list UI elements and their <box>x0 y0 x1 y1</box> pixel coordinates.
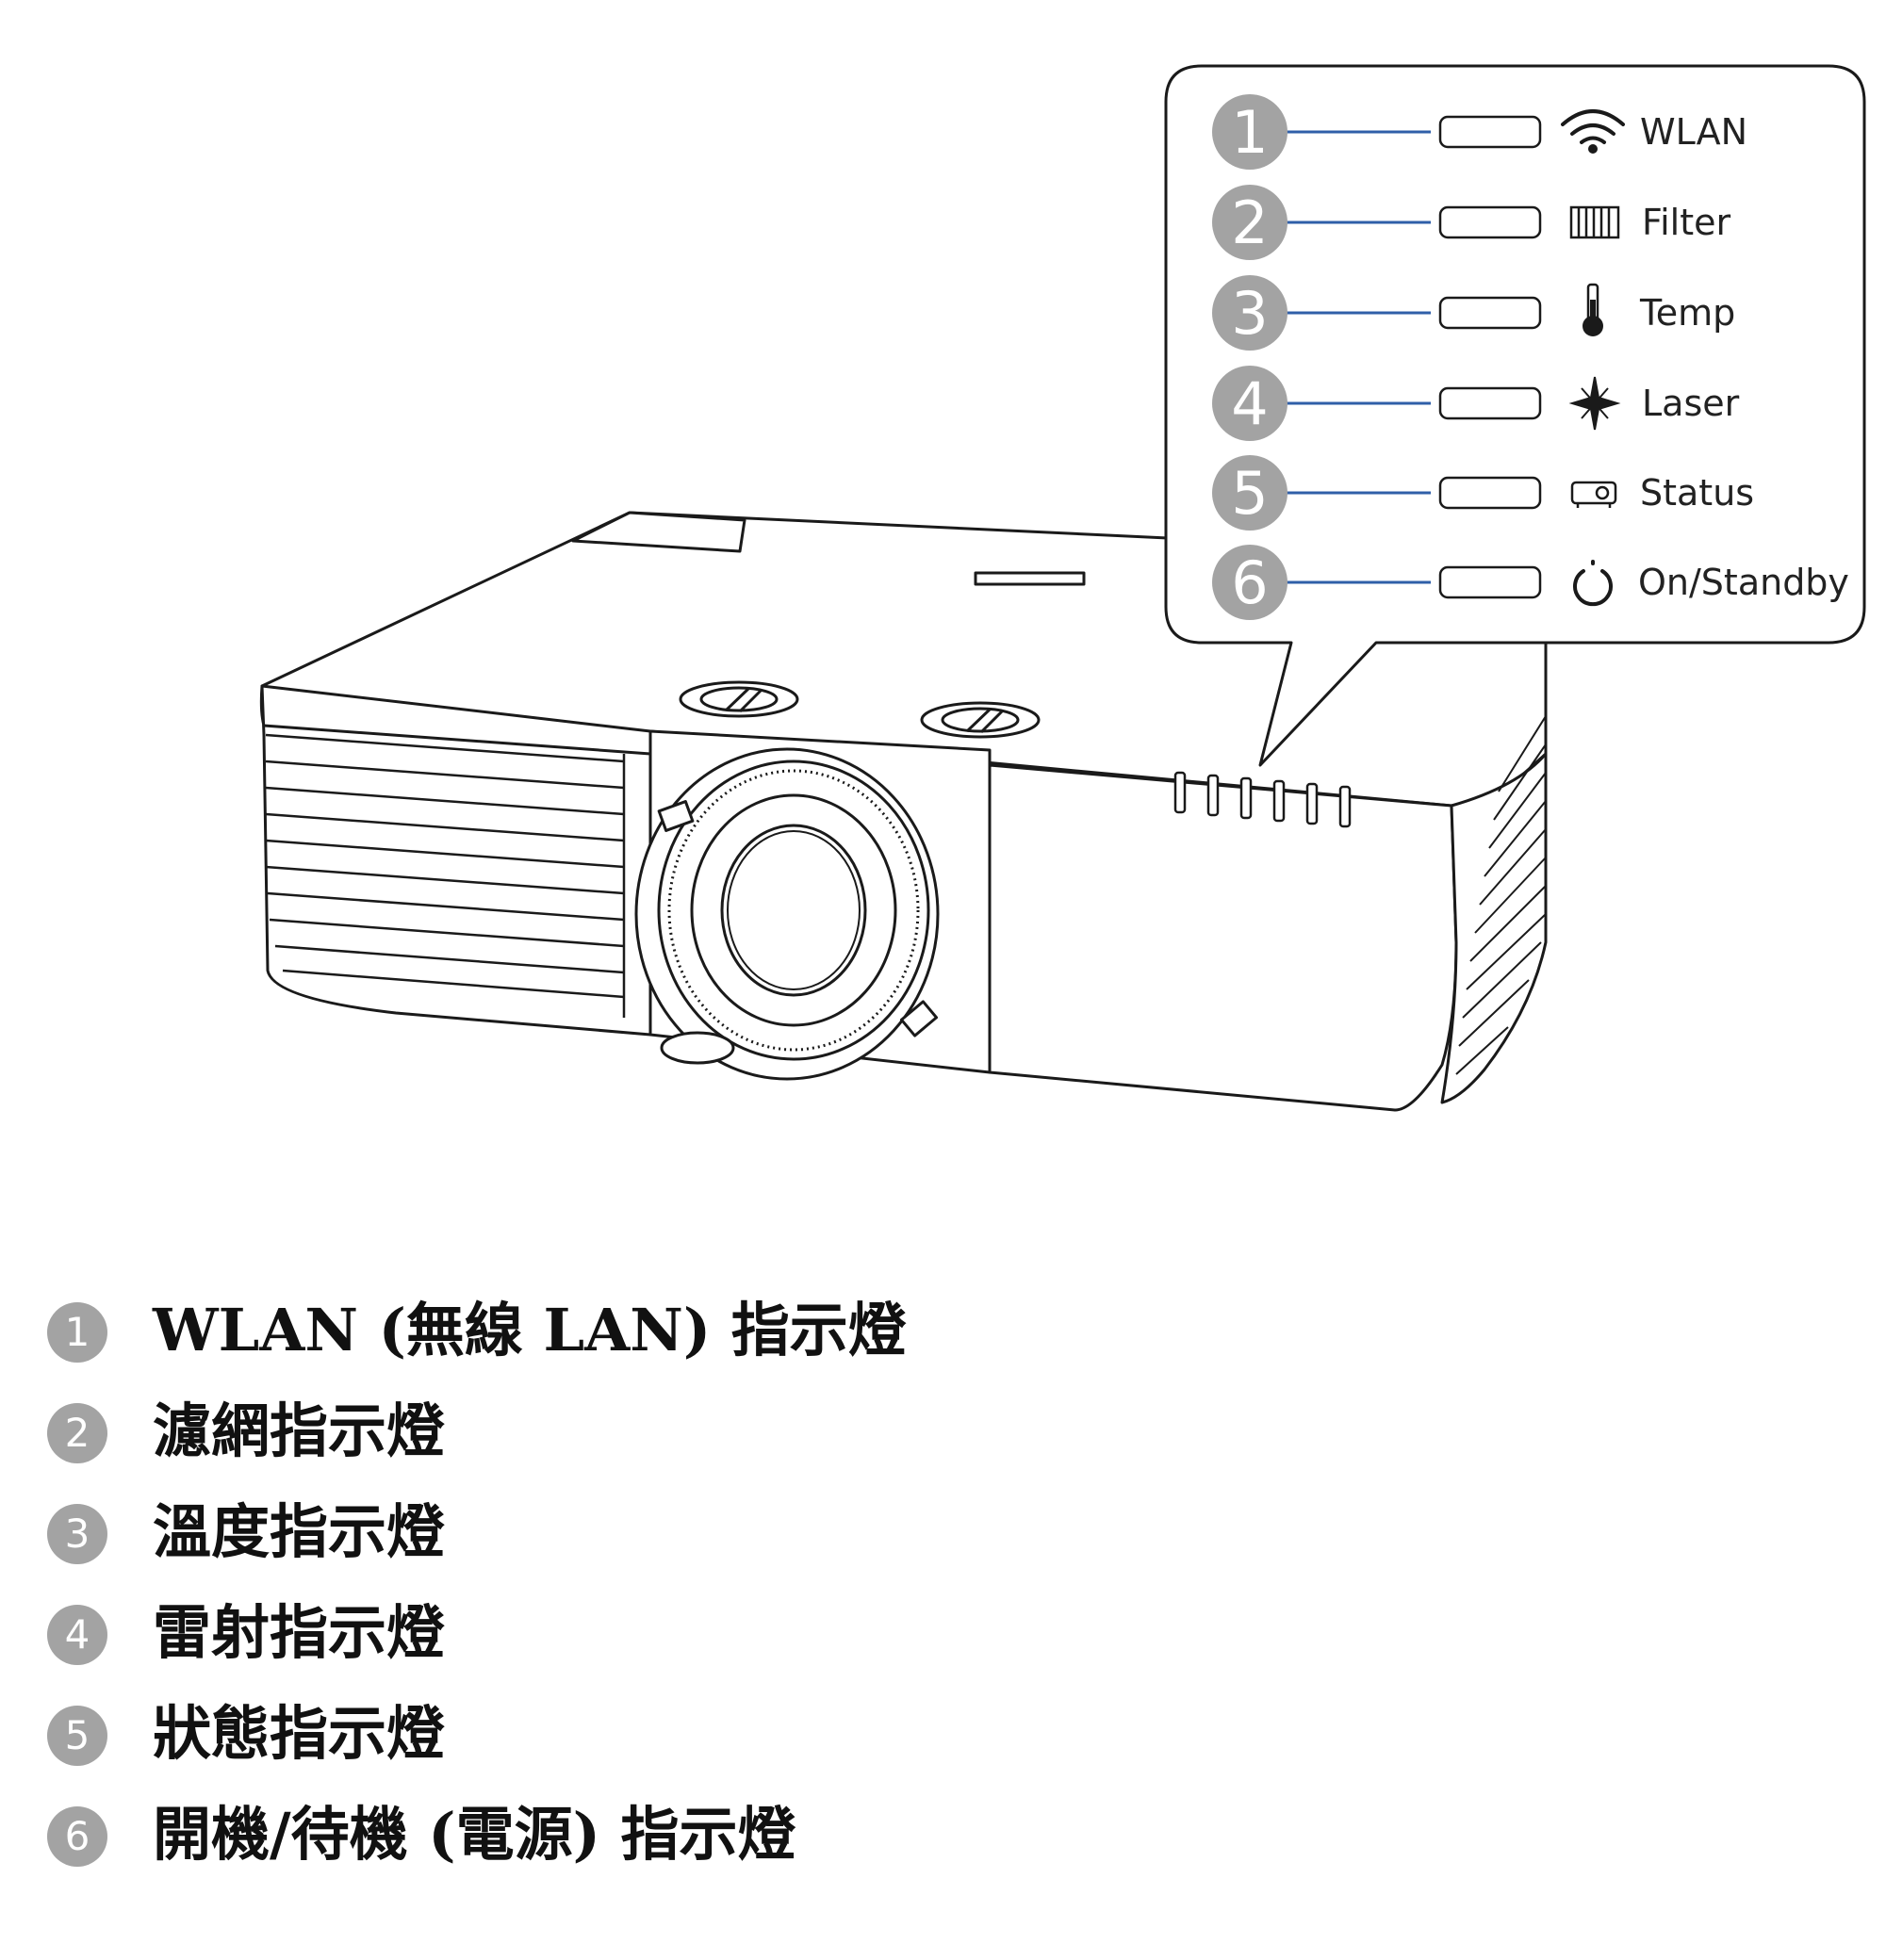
legend-number-badge: 6 <box>47 1806 107 1867</box>
callout-number-badge <box>1212 545 1287 620</box>
legend-text: 溫度指示燈 <box>153 1497 446 1566</box>
callout-row-1: 1 WLAN <box>1212 94 1747 170</box>
callout-row-3: 3 Temp <box>1212 275 1735 351</box>
callout-number: 3 <box>1231 279 1268 348</box>
callout-number: 1 <box>1231 98 1268 167</box>
indicator-lamp <box>1438 476 1542 510</box>
callout-label: Filter <box>1642 202 1730 243</box>
filter-icon <box>1569 205 1620 239</box>
callout-number: 5 <box>1231 459 1268 528</box>
callout-label: WLAN <box>1640 111 1747 153</box>
callout-row-2: 2 Filter <box>1212 185 1730 260</box>
projector-diagram: 1 WLAN 2 Filter 3 <box>259 64 1866 1112</box>
legend-number-badge: 5 <box>47 1706 107 1766</box>
legend-item: 6 開機/待機 (電源) 指示燈 <box>47 1786 1367 1886</box>
indicator-lamp <box>1438 205 1542 239</box>
laser-icon <box>1568 376 1621 431</box>
power-icon <box>1573 560 1613 607</box>
legend-number-badge: 3 <box>47 1504 107 1564</box>
callout-number-badge <box>1212 94 1287 170</box>
legend-number-badge: 1 <box>47 1302 107 1363</box>
callout-row-4: 4 Laser <box>1212 366 1740 441</box>
callout-number-badge <box>1212 455 1287 531</box>
legend-item: 2 濾網指示燈 <box>47 1382 1367 1483</box>
legend: 1 WLAN (無線 LAN) 指示燈 2 濾網指示燈 3 溫度指示燈 4 雷射… <box>47 1282 1367 1886</box>
indicator-lamp <box>1438 565 1542 599</box>
indicator-lamp <box>1438 115 1542 149</box>
projector-status-icon <box>1570 481 1617 508</box>
callout-number-badge <box>1212 185 1287 260</box>
callout-label: On/Standby <box>1638 562 1849 603</box>
callout-number-badge <box>1212 366 1287 441</box>
legend-text: WLAN (無線 LAN) 指示燈 <box>153 1296 907 1364</box>
legend-item: 3 溫度指示燈 <box>47 1483 1367 1584</box>
legend-number-badge: 2 <box>47 1403 107 1463</box>
callout-label: Status <box>1640 472 1754 514</box>
indicator-lamp <box>1438 296 1542 330</box>
callout-number-badge <box>1212 275 1287 351</box>
indicator-lamp <box>1438 386 1542 420</box>
legend-number-badge: 4 <box>47 1605 107 1665</box>
callout-number: 4 <box>1231 369 1268 438</box>
callout-row-6: 6 On/Standby <box>1212 545 1849 620</box>
legend-item: 5 狀態指示燈 <box>47 1685 1367 1786</box>
callout-label: Temp <box>1639 292 1735 334</box>
callout-label: Laser <box>1642 383 1740 424</box>
legend-text: 濾網指示燈 <box>153 1396 446 1465</box>
legend-text: 雷射指示燈 <box>153 1598 446 1667</box>
legend-text: 開機/待機 (電源) 指示燈 <box>153 1800 796 1869</box>
legend-text: 狀態指示燈 <box>153 1699 446 1768</box>
callout-row-5: 5 Status <box>1212 455 1754 531</box>
callout-number: 2 <box>1231 188 1268 257</box>
wifi-icon <box>1561 109 1625 154</box>
legend-item: 1 WLAN (無線 LAN) 指示燈 <box>47 1282 1367 1382</box>
projector-illustration <box>259 511 1548 1112</box>
callout-number: 6 <box>1231 548 1268 617</box>
legend-item: 4 雷射指示燈 <box>47 1584 1367 1685</box>
thermometer-icon <box>1583 283 1603 336</box>
